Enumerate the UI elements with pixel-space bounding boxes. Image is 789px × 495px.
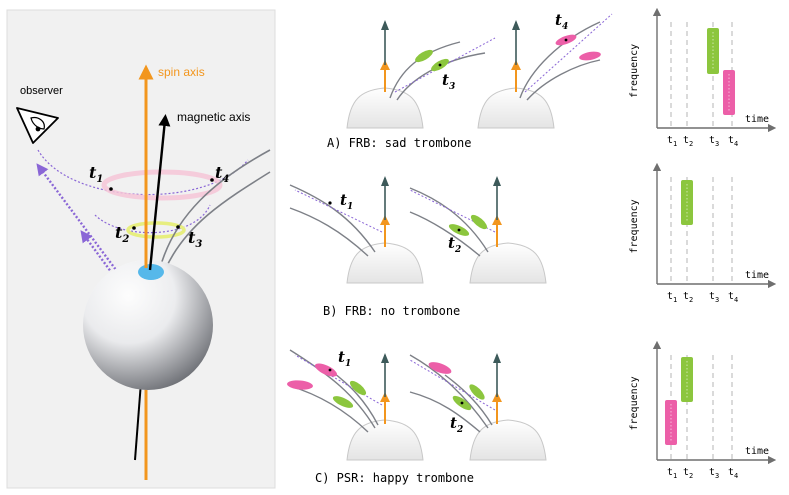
observer-label: observer [20, 85, 63, 97]
mini-star-c2 [409, 353, 547, 461]
row-b-label-t1: t1 [340, 191, 353, 212]
plot-0: t1 t2 t3 t4 frequency time [629, 7, 777, 148]
row-c: t1 t2 C) PSR: happy trombone [287, 348, 547, 485]
x-axis-label: time [745, 270, 769, 281]
tick-label: t3 [709, 467, 719, 480]
row-c-caption: C) PSR: happy trombone [315, 471, 474, 485]
point-t3 [176, 225, 180, 229]
tick-label: t3 [709, 291, 719, 304]
x-axis-label: time [745, 446, 769, 457]
emission-ring-high [101, 169, 223, 201]
plot-2: t1 t2 t3 t4 frequency time [629, 340, 777, 480]
mini-star-b2 [409, 176, 547, 284]
magnetic-axis [148, 114, 171, 271]
row-c-label-t2: t2 [450, 414, 463, 435]
tick-label: t2 [683, 291, 693, 304]
mini-star-a2 [477, 13, 613, 129]
emission-ring-low [126, 221, 186, 239]
row-b-label-t2: t2 [448, 234, 461, 255]
tick-label: t2 [683, 135, 693, 148]
tick-label: t1 [667, 135, 677, 148]
field-line [164, 171, 271, 271]
row-b-caption: B) FRB: no trombone [323, 304, 460, 318]
row-a: t3 t4 A) FRB: sad trombone [327, 11, 613, 150]
row-a-caption: A) FRB: sad trombone [327, 136, 472, 150]
t1-label: t1 [89, 163, 103, 185]
point-t4 [210, 178, 214, 182]
point-t1 [109, 187, 113, 191]
plot-1: t1 t2 t3 t4 frequency time [629, 162, 777, 304]
neutron-star-shading [83, 260, 213, 390]
mini-star-c1 [287, 349, 424, 461]
tick-label: t3 [709, 135, 719, 148]
eye-icon [16, 107, 59, 144]
spectra-plots: t1 t2 t3 t4 frequency time t1 t2 t3 t4 frequency ti… [629, 7, 777, 480]
field-line [159, 149, 271, 269]
left-panel: spin axis magnetic axis observer t1 t4 t… [6, 9, 276, 489]
tick-label: t1 [667, 467, 677, 480]
tick-label: t1 [667, 291, 677, 304]
spin-axis-label: spin axis [158, 65, 205, 79]
row-a-label-t4: t4 [555, 11, 568, 32]
tick-label: t4 [728, 467, 738, 480]
t3-label: t3 [188, 228, 202, 250]
y-axis-label: frequency [629, 44, 640, 98]
y-axis-label: frequency [629, 199, 640, 253]
left-panel-background [6, 9, 276, 489]
y-axis-label: frequency [629, 376, 640, 430]
x-axis-label: time [745, 114, 769, 125]
row-c-label-t1: t1 [338, 348, 351, 369]
mini-star-b1 [289, 176, 424, 284]
tick-label: t4 [728, 135, 738, 148]
tick-label: t2 [683, 467, 693, 480]
beam-sweep-path-lower [94, 204, 211, 234]
mini-star-a1 [346, 20, 496, 129]
t4-label: t4 [215, 163, 229, 185]
row-a-label-t3: t3 [442, 71, 455, 92]
row-b: t1 t2 B) FRB: no trombone [289, 176, 547, 318]
t2-label: t2 [115, 223, 129, 245]
point-t2 [132, 226, 136, 230]
magnetic-axis-label: magnetic axis [177, 110, 250, 124]
tick-label: t4 [728, 291, 738, 304]
